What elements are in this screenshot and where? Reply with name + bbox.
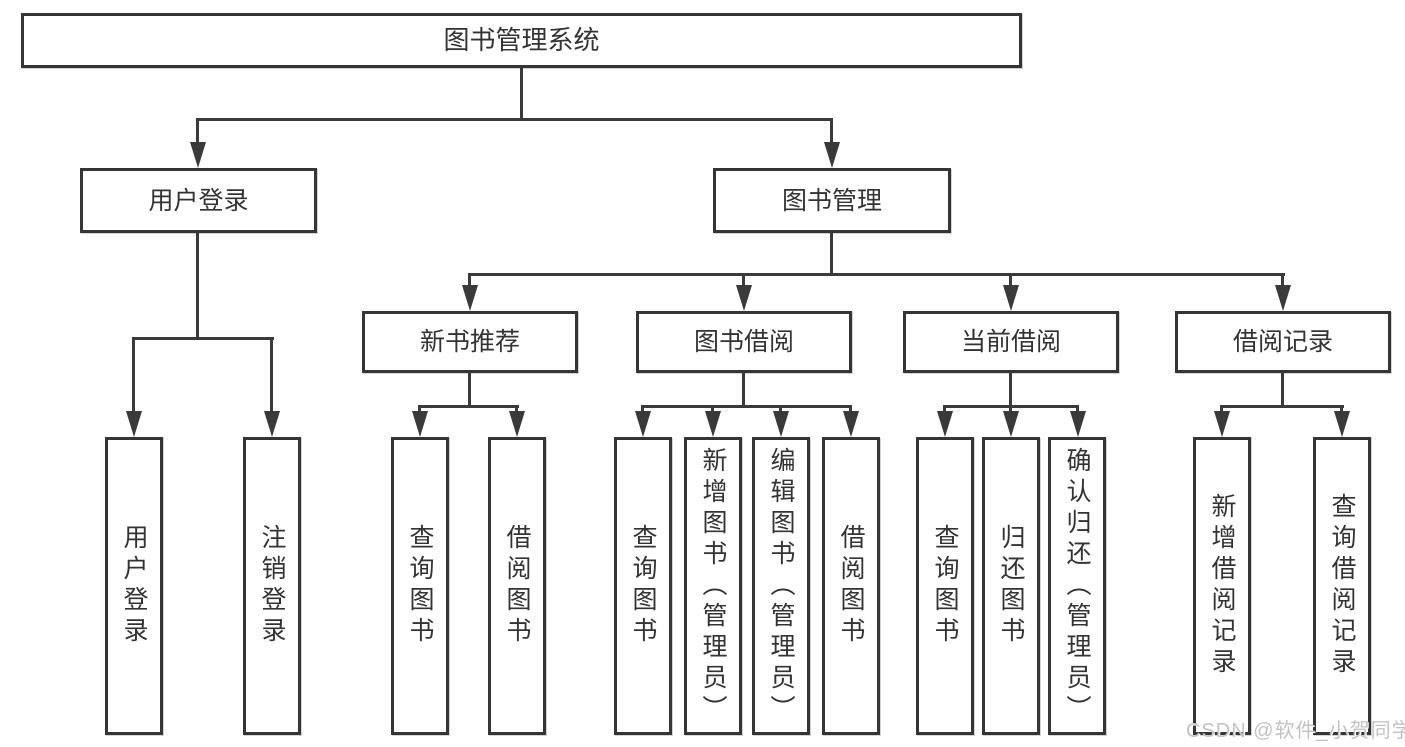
connector-login-split: [132, 337, 274, 340]
node-book-management: 图书管理: [713, 168, 951, 233]
node-current-borrow: 当前借阅: [903, 311, 1119, 373]
connector-drop: [1340, 405, 1343, 415]
arrow-down-icon: [462, 285, 478, 311]
connector-drop: [468, 273, 471, 287]
arrow-down-icon: [1070, 411, 1086, 437]
connector-stem: [468, 373, 471, 405]
node-query-books-current: 查询图书: [916, 437, 974, 735]
connector-split: [418, 405, 519, 408]
connector-split: [1220, 405, 1344, 408]
connector-drop: [711, 405, 714, 415]
connector-drop: [943, 405, 946, 415]
connector-drop: [132, 337, 135, 413]
node-library-system: 图书管理系统: [21, 13, 1022, 68]
node-add-book-admin: 新增图书（管理员）: [684, 437, 742, 735]
arrow-down-icon: [736, 285, 752, 311]
arrow-down-icon: [937, 411, 953, 437]
connector-drop: [515, 405, 518, 415]
arrow-down-icon: [1003, 411, 1019, 437]
arrow-down-icon: [1003, 285, 1019, 311]
arrow-down-icon: [635, 411, 651, 437]
node-login: 用户登录: [105, 437, 163, 735]
arrow-down-icon: [843, 411, 859, 437]
node-new-book-recommend: 新书推荐: [362, 311, 578, 373]
connector-mgmt-stem: [830, 233, 833, 273]
connector-drop: [1009, 273, 1012, 287]
arrow-down-icon: [1275, 285, 1291, 311]
node-borrow-book: 借阅图书: [822, 437, 880, 735]
arrow-down-icon: [509, 411, 525, 437]
watermark: CSDN @软件_小贺同学: [1186, 720, 1405, 742]
connector-root-split: [197, 118, 833, 121]
arrow-down-icon: [264, 411, 280, 437]
connector-drop: [1076, 405, 1079, 415]
connector-drop: [196, 118, 199, 146]
node-borrow-records: 借阅记录: [1175, 311, 1391, 373]
connector-drop: [1281, 273, 1284, 287]
arrow-down-icon: [824, 142, 840, 168]
node-add-borrow-record: 新增借阅记录: [1193, 437, 1251, 735]
arrow-down-icon: [1214, 411, 1230, 437]
connector-split: [641, 405, 852, 408]
node-return-book: 归还图书: [982, 437, 1040, 735]
connector-drop: [1009, 405, 1012, 415]
node-logout: 注销登录: [243, 437, 301, 735]
node-user-login: 用户登录: [80, 168, 317, 233]
arrow-down-icon: [190, 142, 206, 168]
connector-drop: [779, 405, 782, 415]
connector-stem: [1009, 373, 1012, 405]
arrow-down-icon: [126, 411, 142, 437]
connector-stem: [742, 373, 745, 405]
node-confirm-return-admin: 确认归还（管理员）: [1048, 437, 1106, 735]
node-book-borrow: 图书借阅: [636, 311, 852, 373]
connector-drop: [641, 405, 644, 415]
arrow-down-icon: [773, 411, 789, 437]
connector-drop: [830, 118, 833, 146]
connector-login-stem: [196, 233, 199, 337]
connector-drop: [418, 405, 421, 415]
connector-mgmt-split: [468, 273, 1285, 276]
connector-drop: [1220, 405, 1223, 415]
arrow-down-icon: [412, 411, 428, 437]
connector-drop: [270, 337, 273, 413]
connector-root-stem: [520, 68, 523, 118]
node-edit-book-admin: 编辑图书（管理员）: [752, 437, 810, 735]
node-query-books-recommend: 查询图书: [391, 437, 449, 735]
connector-drop: [742, 273, 745, 287]
connector-stem: [1281, 373, 1284, 405]
node-borrow-books-recommend: 借阅图书: [488, 437, 546, 735]
node-query-borrow-record: 查询借阅记录: [1313, 437, 1371, 735]
arrow-down-icon: [1334, 411, 1350, 437]
connector-drop: [849, 405, 852, 415]
arrow-down-icon: [705, 411, 721, 437]
node-query-books-borrow: 查询图书: [614, 437, 672, 735]
